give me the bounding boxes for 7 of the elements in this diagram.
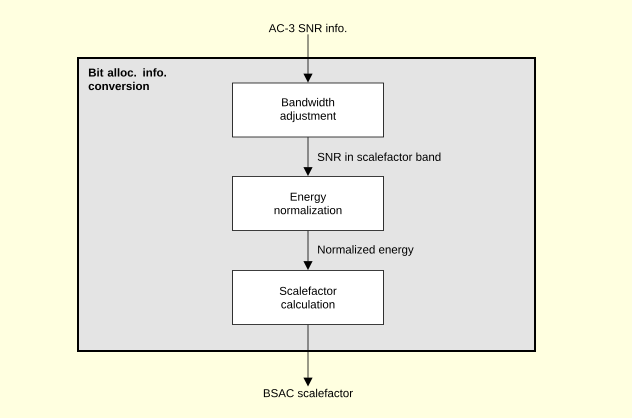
flow-label: AC-3 SNR info. <box>268 24 346 32</box>
edge-label: SNR in scalefactor band <box>316 152 442 162</box>
process-box: Scalefactor calculation <box>232 270 384 325</box>
edge-label: Normalized energy <box>316 244 415 257</box>
process-box: Bandwidth adjustment <box>232 82 384 138</box>
flow-label: BSAC scalefactor <box>264 388 353 398</box>
process-box: Energy normalization <box>232 176 384 231</box>
